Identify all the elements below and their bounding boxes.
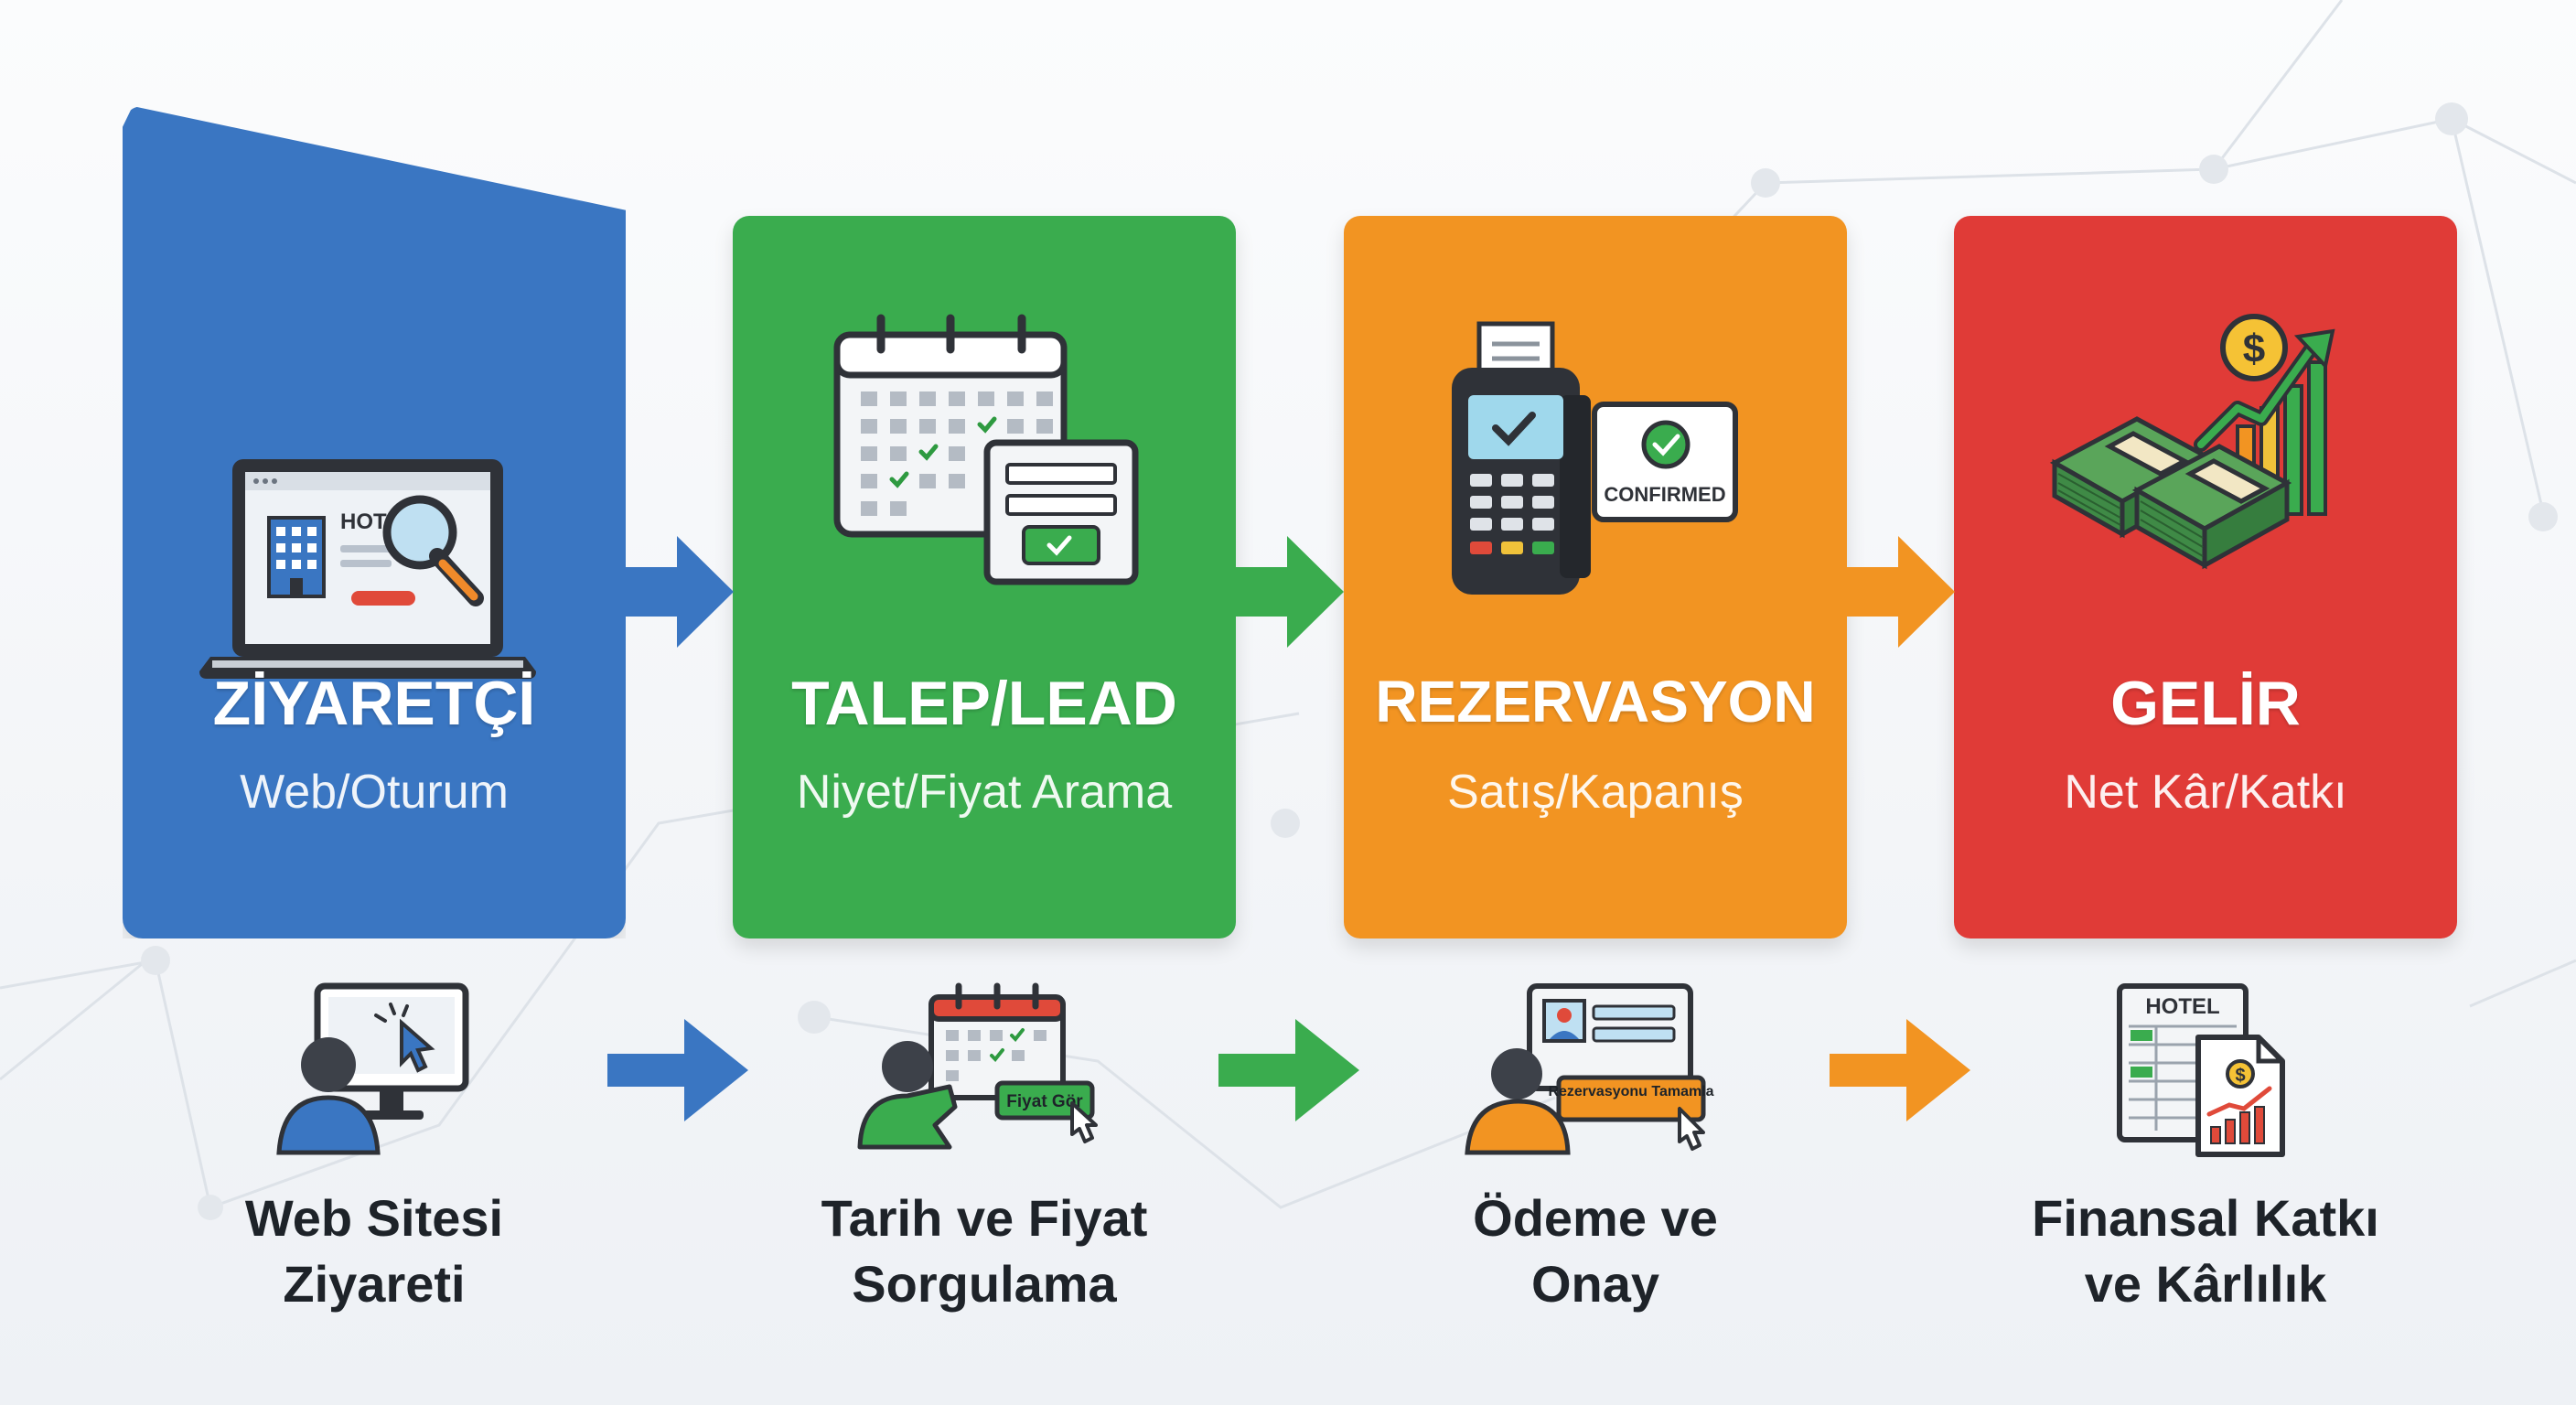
arrow-right-icon — [607, 1019, 748, 1121]
svg-text:$: $ — [2243, 327, 2265, 371]
money-growth-icon: $ — [2049, 314, 2335, 570]
arrow-right-icon — [1236, 536, 1344, 648]
svg-text:Fiyat Gör: Fiyat Gör — [1006, 1092, 1083, 1111]
arrow-right-icon — [1847, 536, 1955, 648]
svg-text:CONFIRMED: CONFIRMED — [1604, 483, 1725, 506]
stage-lead: TALEP/LEAD Niyet/Fiyat Arama — [733, 216, 1236, 938]
hotel-report-icon: HOTEL $ — [2117, 983, 2285, 1157]
stage-visitor: HOTEL ZİYARETÇİ Web/Oturum — [123, 106, 626, 938]
stage-reservation: CONFIRMED REZERVASYON Satış/Kapanış — [1344, 216, 1847, 938]
user-booking-complete-icon: Rezervasyonu Tamamla — [1465, 983, 1714, 1155]
stage-revenue: $ GELİR Net Kâr/Katkı — [1954, 216, 2457, 938]
stage-title: ZİYARETÇİ — [212, 669, 536, 738]
arrow-right-icon — [1830, 1019, 1970, 1121]
step-label: Finansal Katkı ve Kârlılık — [2032, 1189, 2379, 1313]
laptop-hotel-search-icon: HOTEL — [199, 459, 536, 679]
user-calendar-price-icon: Fiyat Gör — [857, 982, 1098, 1150]
arrow-right-icon — [626, 536, 734, 648]
svg-text:HOTEL: HOTEL — [2145, 994, 2219, 1019]
pos-terminal-confirmed-icon: CONFIRMED — [1452, 321, 1738, 595]
svg-text:Rezervasyonu Tamamla: Rezervasyonu Tamamla — [1548, 1084, 1713, 1099]
step-label: Web Sitesi Ziyareti — [244, 1189, 504, 1313]
step-label: Tarih ve Fiyat Sorgulama — [821, 1189, 1148, 1313]
stage-subtitle: Web/Oturum — [240, 766, 509, 819]
stage-subtitle: Net Kâr/Katkı — [2064, 766, 2347, 819]
step-label: Ödeme ve Onay — [1473, 1189, 1718, 1313]
user-clicking-monitor-icon — [276, 982, 469, 1155]
stage-title: REZERVASYON — [1375, 669, 1816, 735]
stage-subtitle: Niyet/Fiyat Arama — [796, 766, 1173, 819]
svg-text:$: $ — [2235, 1066, 2245, 1086]
stage-subtitle: Satış/Kapanış — [1447, 766, 1744, 819]
arrow-right-icon — [1218, 1019, 1359, 1121]
calendar-form-icon — [833, 314, 1139, 585]
stage-title: TALEP/LEAD — [791, 669, 1177, 738]
stage-title: GELİR — [2110, 669, 2301, 738]
